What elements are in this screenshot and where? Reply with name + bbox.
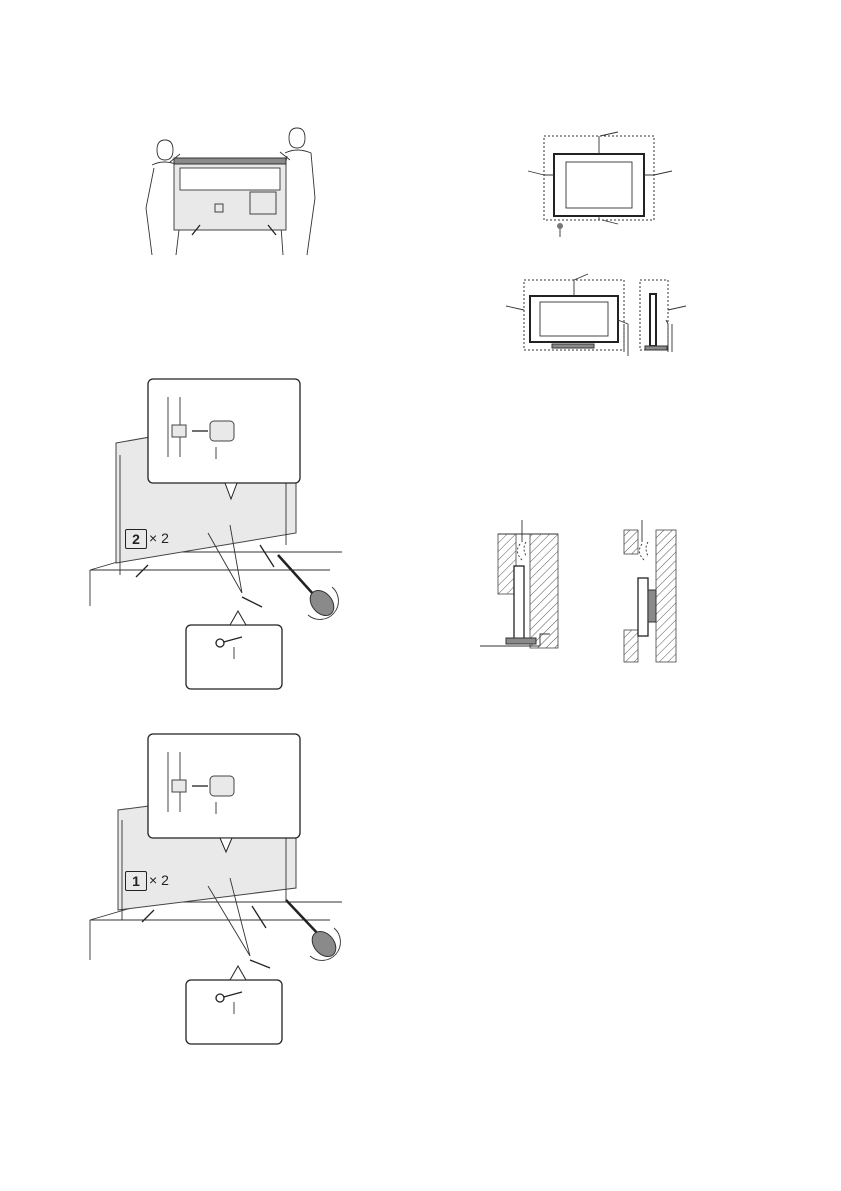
callout-number-type-2: 2: [125, 529, 147, 549]
callout-number-type-1: 1: [125, 871, 147, 891]
secure-tv-to-stand-type-2: [80, 375, 340, 695]
tv-on-stand-clearance-diagram: [500, 270, 690, 360]
carry-tv-illustration: [140, 120, 320, 260]
callout-multiplier-type-1: × 2: [149, 871, 169, 889]
tv-clearance-diagram: [520, 130, 680, 240]
secure-tv-to-stand-type-1: [80, 730, 340, 1060]
wall-air-circulation-diagram: [480, 510, 690, 670]
callout-multiplier-type-2: × 2: [149, 529, 169, 547]
